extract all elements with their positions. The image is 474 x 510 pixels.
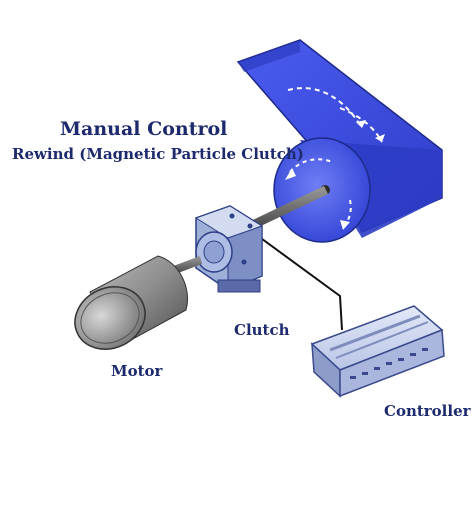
controller-unit xyxy=(310,305,445,398)
arrow-head-icon xyxy=(340,220,350,230)
diagram-subtitle: Rewind (Magnetic Particle Clutch) xyxy=(12,145,304,163)
clutch-unit xyxy=(194,205,264,293)
controller-label: Controller xyxy=(384,402,471,420)
controller-cable xyxy=(257,235,343,331)
arrow-head-icon xyxy=(375,134,385,142)
material-roll xyxy=(236,39,443,243)
drive-shaft xyxy=(240,186,328,234)
motor-face xyxy=(74,286,146,350)
motor xyxy=(74,255,188,350)
arrow-head-icon xyxy=(285,168,296,180)
motor-label: Motor xyxy=(111,362,163,380)
diagram-title: Manual Control xyxy=(60,118,228,140)
clutch-label: Clutch xyxy=(234,321,290,339)
